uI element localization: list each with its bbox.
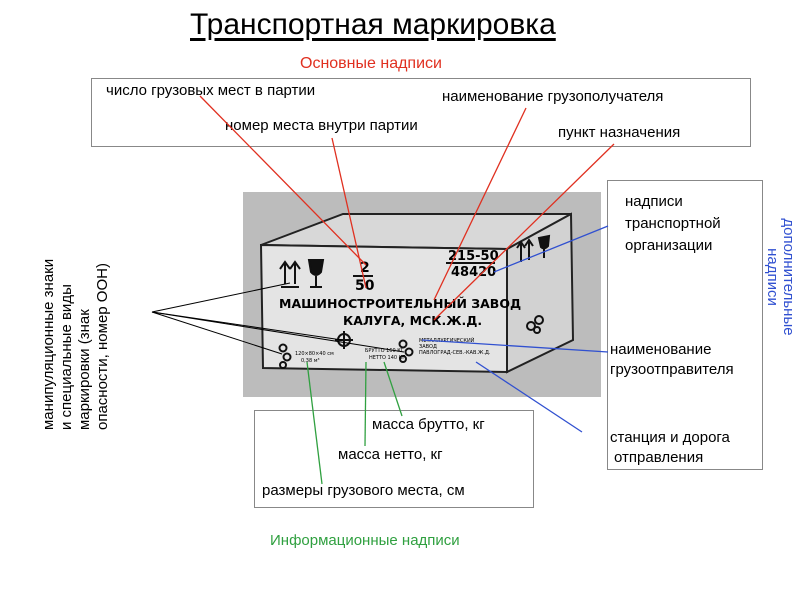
line-handling-3: [152, 312, 282, 354]
line-dimensions: [307, 362, 322, 484]
line-shipper: [422, 340, 608, 352]
line-destination: [434, 144, 614, 320]
line-net: [365, 362, 366, 446]
line-transport-org: [494, 226, 608, 272]
line-place-number: [332, 138, 366, 288]
line-handling-4: [152, 312, 404, 352]
line-handling-1: [152, 283, 290, 312]
line-consignee: [434, 108, 526, 300]
line-gross: [384, 362, 402, 416]
line-station: [476, 362, 582, 432]
